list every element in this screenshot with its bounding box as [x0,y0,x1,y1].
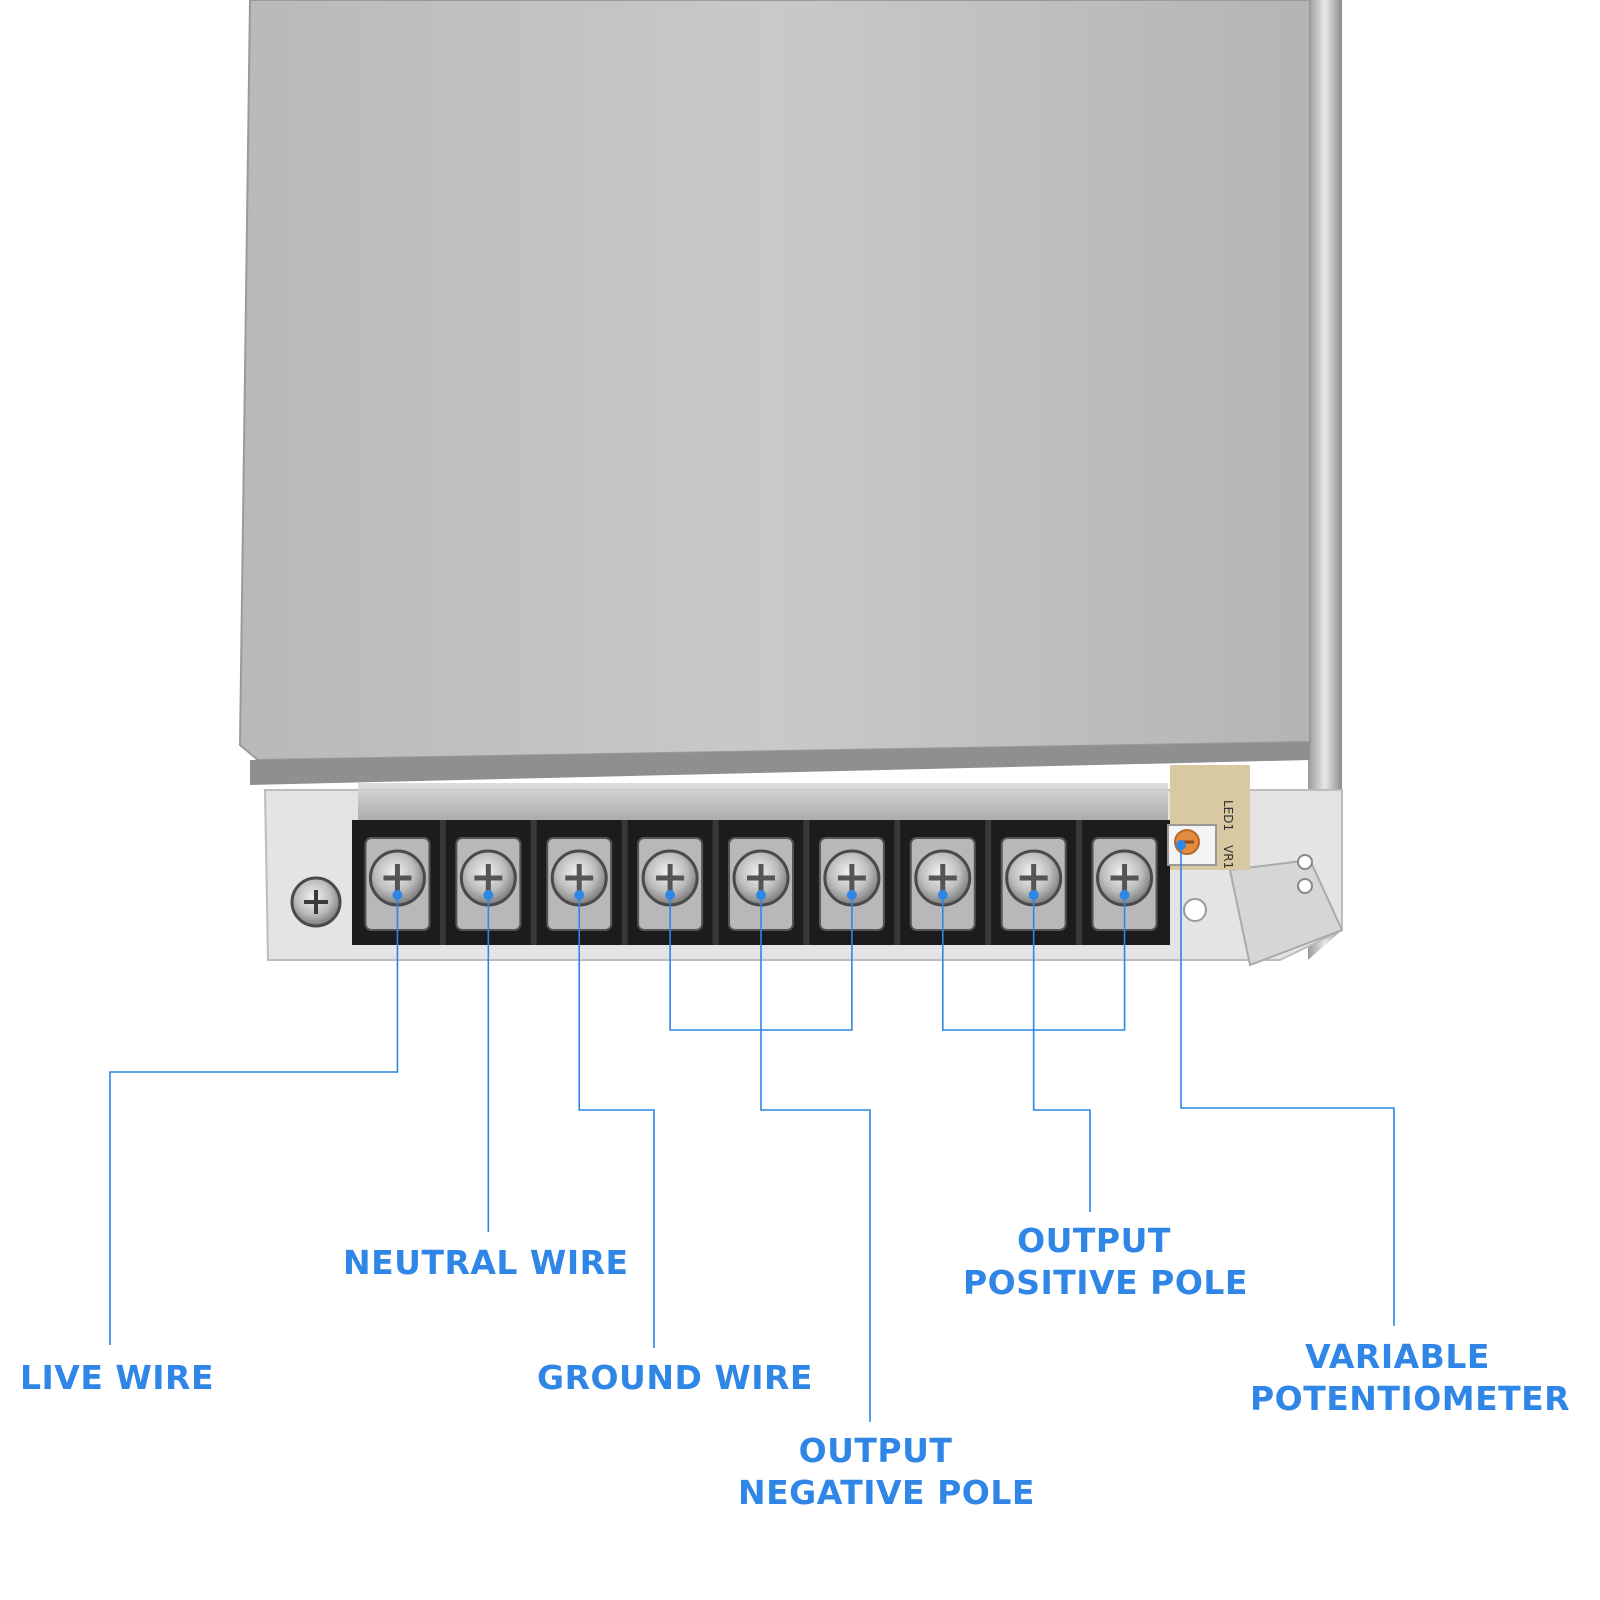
leader-line [760,895,871,1422]
label-live-wire: LIVE WIRE [20,1358,215,1397]
case-lid [238,0,1311,762]
case-side-wall [1308,0,1342,960]
terminal-cover [358,783,1168,823]
potentiometer-marker [1176,840,1186,850]
label-neutral-wire: NEUTRAL WIRE [343,1243,629,1282]
terminal-separator [530,820,537,945]
terminal-separator [712,820,719,945]
label-output-positive-pole: OUTPUT POSITIVE POLE [963,1221,1248,1302]
leader-lines [109,845,1395,1422]
terminal-marker [574,890,585,900]
terminal-marker [483,890,494,900]
terminal-marker [1028,890,1039,900]
terminal-marker [665,890,676,900]
terminal-separator [803,820,810,945]
terminal-separator [439,820,446,945]
leader-line [1180,845,1395,1326]
leader-line [578,895,655,1348]
terminal-separator [985,820,992,945]
board-marking-pot: VR1 [1221,845,1235,869]
terminal-markers [392,840,1186,900]
label-ground-wire: GROUND WIRE [537,1358,813,1397]
lid-edge [250,742,1310,785]
mounting-hole [1183,898,1207,922]
terminal-marker [1119,890,1130,900]
terminal-separator [621,820,628,945]
terminal-marker [937,890,948,900]
terminal-marker [392,890,403,900]
leader-line [109,895,399,1345]
bracket-right [1228,858,1344,967]
label-variable-potentiometer: VARIABLE POTENTIOMETER [1250,1337,1571,1418]
terminal-marker [846,890,857,900]
terminal-marker [756,890,766,900]
terminal-separator [1076,820,1083,945]
leader-line [1032,895,1091,1212]
terminal-separator [894,820,901,945]
label-output-negative-pole: OUTPUT NEGATIVE POLE [738,1431,1035,1512]
board-marking-led: LED1 [1221,800,1235,831]
